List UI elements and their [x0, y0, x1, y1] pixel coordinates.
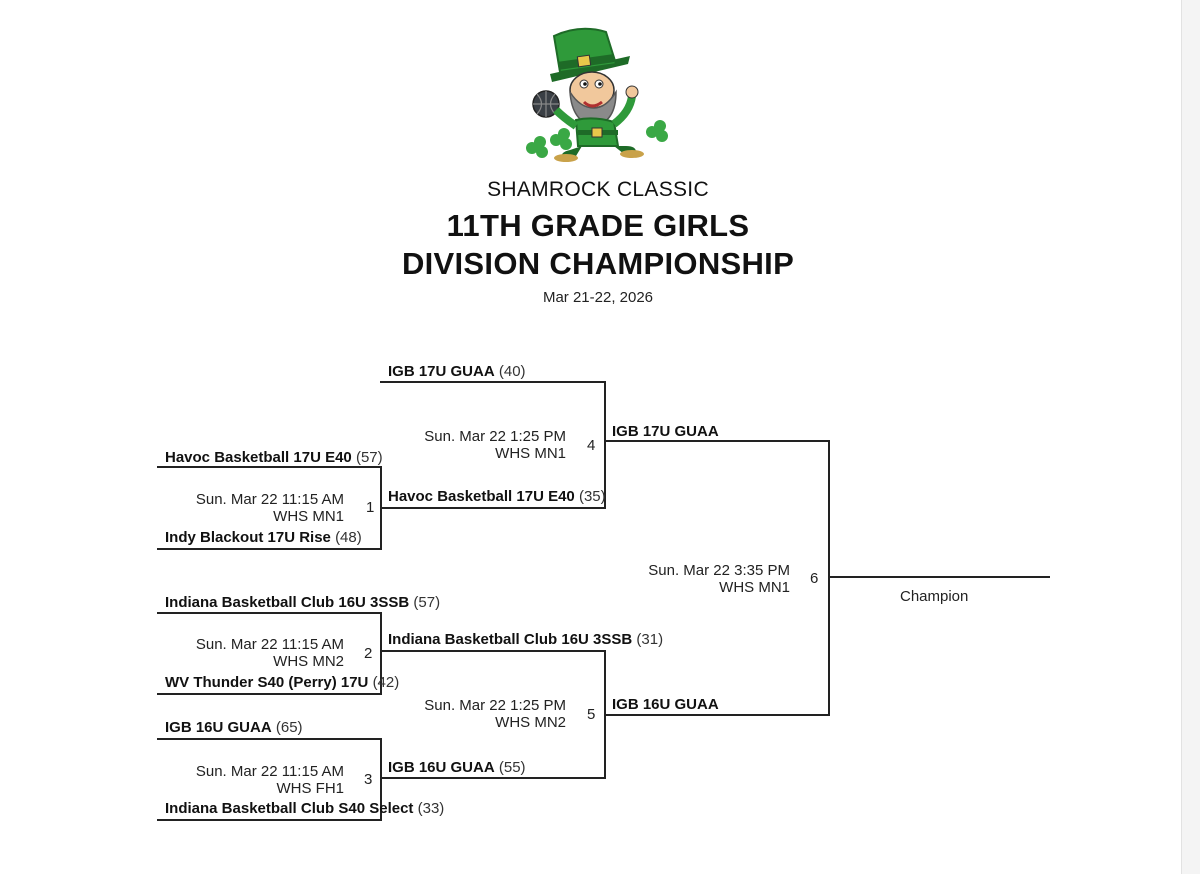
- game-number: 4: [587, 437, 596, 454]
- bracket-line: [380, 507, 606, 509]
- game-number: 6: [810, 570, 819, 587]
- game-schedule: Sun. Mar 22 11:15 AM WHS MN2: [160, 636, 344, 670]
- team-slot[interactable]: IGB 17U GUAA: [612, 423, 719, 440]
- bracket-line: [380, 650, 606, 652]
- basketball-icon: [532, 90, 560, 118]
- game-number: 1: [366, 499, 375, 516]
- team-slot[interactable]: IGB 17U GUAA (40): [388, 363, 526, 380]
- tournament-dates: Mar 21-22, 2026: [542, 289, 654, 306]
- champion-label: Champion: [900, 588, 969, 605]
- team-slot[interactable]: Havoc Basketball 17U E40 (35): [388, 488, 606, 505]
- team-score: (57): [413, 594, 441, 611]
- bracket-line: [380, 381, 606, 383]
- team-slot[interactable]: Indy Blackout 17U Rise (48): [165, 529, 362, 546]
- team-slot[interactable]: IGB 16U GUAA: [612, 696, 719, 713]
- bracket-line: [604, 440, 830, 442]
- bracket-line: [380, 777, 606, 779]
- team-name: IGB 16U GUAA: [612, 696, 719, 713]
- team-score: (65): [275, 719, 303, 736]
- game-time: Sun. Mar 22 1:25 PM: [424, 697, 566, 714]
- game-time: Sun. Mar 22 3:35 PM: [648, 562, 790, 579]
- bracket-line: [380, 738, 382, 821]
- bracket-line: [604, 381, 606, 509]
- game-schedule: Sun. Mar 22 3:35 PM WHS MN1: [600, 562, 790, 596]
- bracket-line: [157, 548, 382, 550]
- game-court: WHS FH1: [276, 780, 345, 797]
- game-court: WHS MN1: [273, 508, 344, 525]
- bracket-line: [157, 612, 382, 614]
- game-number: 5: [587, 706, 596, 723]
- team-slot[interactable]: Havoc Basketball 17U E40 (57): [165, 449, 383, 466]
- team-score: (57): [355, 449, 383, 466]
- team-name: IGB 17U GUAA: [388, 363, 495, 380]
- bracket-line: [157, 738, 382, 740]
- team-slot[interactable]: IGB 16U GUAA (55): [388, 759, 526, 776]
- team-name: IGB 16U GUAA: [165, 719, 272, 736]
- team-score: (48): [335, 529, 362, 546]
- game-court: WHS MN2: [273, 653, 344, 670]
- team-slot[interactable]: Indiana Basketball Club 16U 3SSB (57): [165, 594, 440, 611]
- bracket-line: [157, 819, 382, 821]
- bracket-line: [828, 440, 830, 716]
- team-score: (33): [417, 800, 445, 817]
- team-score: (42): [372, 674, 400, 691]
- team-score: (40): [498, 363, 526, 380]
- game-schedule: Sun. Mar 22 1:25 PM WHS MN2: [380, 697, 566, 731]
- team-score: (55): [498, 759, 526, 776]
- division-title-line-1: 11TH GRADE GIRLS: [446, 208, 750, 243]
- team-name: IGB 16U GUAA: [388, 759, 495, 776]
- game-time: Sun. Mar 22 11:15 AM: [195, 636, 344, 653]
- bracket-line: [604, 714, 830, 716]
- division-title-line-2: DIVISION CHAMPIONSHIP: [401, 246, 795, 281]
- bracket-line: [828, 576, 1050, 578]
- game-number: 2: [364, 645, 373, 662]
- team-score: (31): [636, 631, 664, 648]
- game-time: Sun. Mar 22 11:15 AM: [195, 763, 344, 780]
- team-slot[interactable]: IGB 16U GUAA (65): [165, 719, 303, 736]
- team-slot[interactable]: Indiana Basketball Club 16U 3SSB (31): [388, 631, 663, 648]
- bracket-line: [380, 612, 382, 695]
- team-name: Indiana Basketball Club 16U 3SSB: [388, 631, 633, 648]
- game-number: 3: [364, 771, 373, 788]
- team-name: Havoc Basketball 17U E40: [388, 488, 575, 505]
- team-name: IGB 17U GUAA: [612, 423, 719, 440]
- game-court: WHS MN1: [719, 579, 790, 596]
- game-schedule: Sun. Mar 22 11:15 AM WHS FH1: [160, 763, 344, 797]
- leprechaun-mascot-logo: [526, 27, 668, 162]
- team-slot[interactable]: WV Thunder S40 (Perry) 17U (42): [165, 674, 399, 691]
- team-slot[interactable]: Indiana Basketball Club S40 Select (33): [165, 800, 444, 817]
- shamrock-icon: [526, 120, 668, 158]
- game-court: WHS MN2: [495, 714, 566, 731]
- event-name: SHAMROCK CLASSIC: [487, 178, 709, 201]
- team-name: Indy Blackout 17U Rise: [165, 529, 331, 546]
- team-score: (35): [578, 488, 606, 505]
- team-name: Indiana Basketball Club S40 Select: [165, 800, 414, 817]
- game-time: Sun. Mar 22 1:25 PM: [424, 428, 566, 445]
- game-court: WHS MN1: [495, 445, 566, 462]
- game-schedule: Sun. Mar 22 1:25 PM WHS MN1: [380, 428, 566, 462]
- game-time: Sun. Mar 22 11:15 AM: [195, 491, 344, 508]
- bracket-line: [157, 693, 382, 695]
- team-name: WV Thunder S40 (Perry) 17U: [165, 674, 369, 691]
- team-name: Indiana Basketball Club 16U 3SSB: [165, 594, 410, 611]
- scrollbar-track[interactable]: [1181, 0, 1200, 874]
- bracket-line: [157, 466, 382, 468]
- team-name: Havoc Basketball 17U E40: [165, 449, 352, 466]
- game-schedule: Sun. Mar 22 11:15 AM WHS MN1: [160, 491, 344, 525]
